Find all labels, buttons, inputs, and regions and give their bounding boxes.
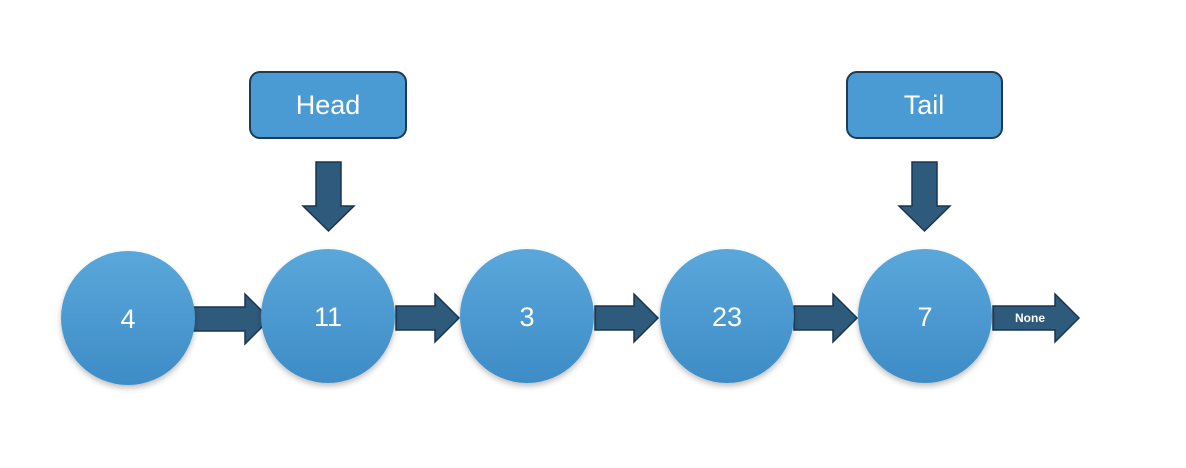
tail-label: Tail (904, 90, 945, 120)
next-arrow-2 (395, 292, 461, 344)
next-arrow-3 (594, 292, 660, 344)
node-circle (61, 251, 195, 385)
tail-label-box (846, 71, 1003, 139)
tail-down-arrow (897, 161, 952, 233)
none-label: None (1015, 311, 1045, 325)
node-value: 11 (314, 302, 342, 332)
node-circle (261, 249, 395, 383)
node-value: 4 (120, 304, 135, 334)
list-node: 7 (858, 249, 992, 383)
node-circle (858, 249, 992, 383)
next-arrow-4 (793, 292, 859, 344)
head-label: Head (296, 90, 361, 120)
node-value: 7 (917, 302, 932, 332)
head-label-box (249, 71, 407, 139)
list-node: 4 (61, 251, 195, 385)
list-node: 23 (660, 249, 794, 383)
node-circle (660, 249, 794, 383)
node-circle (460, 249, 594, 383)
next-arrow-1 (187, 292, 272, 346)
head-down-arrow (301, 161, 356, 233)
list-node: 11 (261, 249, 395, 383)
list-node: 3 (460, 249, 594, 383)
head-pointer: Head (249, 71, 407, 233)
tail-pointer: Tail (846, 71, 1003, 233)
node-value: 23 (712, 302, 742, 332)
none-arrow (992, 292, 1081, 344)
none-terminator: None (992, 292, 1081, 344)
node-value: 3 (519, 302, 534, 332)
